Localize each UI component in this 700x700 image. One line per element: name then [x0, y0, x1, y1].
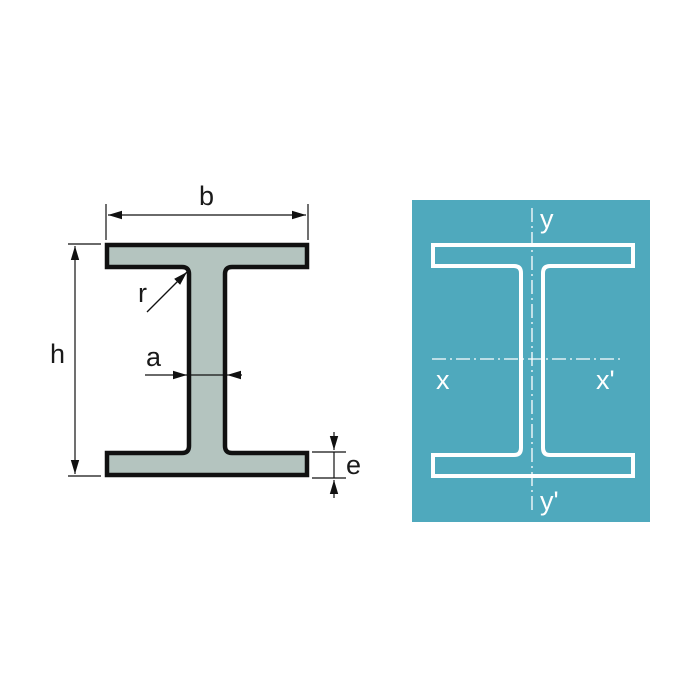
label-e: e [346, 450, 361, 480]
width-dimension: b [105, 181, 309, 240]
label-h: h [50, 339, 65, 369]
i-beam-outline [431, 243, 635, 478]
height-dimension: h [50, 243, 101, 477]
dimension-diagram: b h r a e [50, 181, 361, 498]
label-b: b [199, 181, 214, 211]
axes-panel-background [412, 200, 650, 522]
label-x: x [436, 365, 450, 395]
label-y-prime: y' [540, 486, 559, 516]
label-r: r [138, 278, 147, 308]
label-a: a [146, 342, 162, 372]
label-y: y [540, 204, 554, 234]
radius-indicator: r [138, 271, 188, 313]
i-beam-section [104, 242, 310, 478]
flange-thickness-dimension: e [312, 432, 361, 498]
axes-diagram: y y' x x' [412, 200, 650, 522]
web-thickness-dimension: a [145, 342, 242, 380]
label-x-prime: x' [596, 365, 615, 395]
